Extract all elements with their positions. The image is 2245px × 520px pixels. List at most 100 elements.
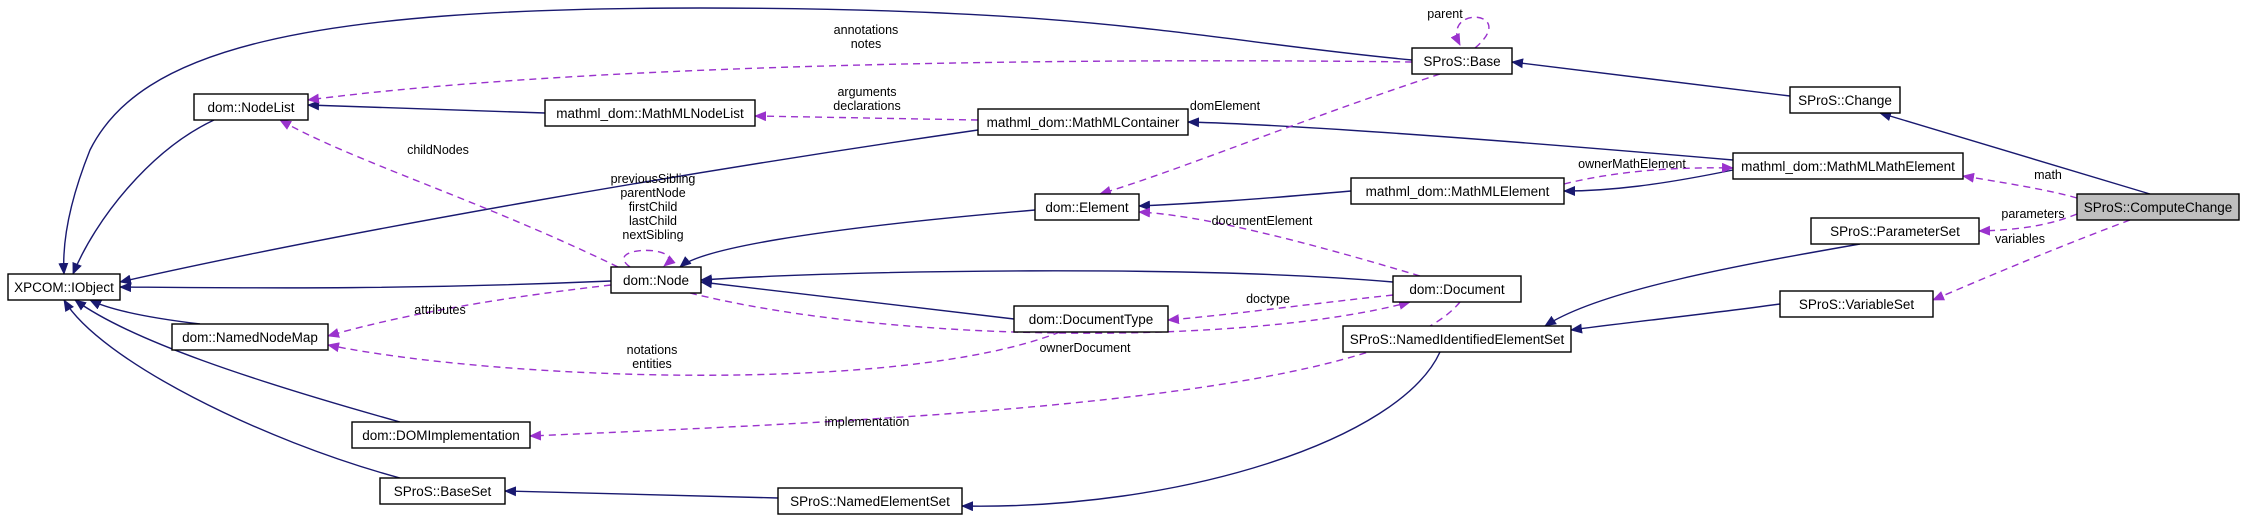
class-node-box: [1342, 325, 1572, 353]
class-node-box: [610, 266, 702, 294]
inheritance-edge-mathmlmath-to-mathmlelement: [1563, 169, 1734, 196]
edge-label-document-to-doctype: doctype: [1246, 292, 1290, 306]
class-node-box: [7, 273, 121, 301]
inheritance-edge-element-to-node: [679, 209, 1036, 268]
edge-label-base-to-base: parent: [1427, 7, 1463, 21]
edge-label-document-to-domimpl: implementation: [825, 415, 910, 429]
usage-edge-base-to-base: [1450, 16, 1490, 49]
class-node-box: [1732, 152, 1964, 180]
edge-label-computechange-to-paramset: parameters: [2001, 207, 2064, 221]
class-node-domimpl[interactable]: dom::DOMImplementation: [351, 421, 531, 449]
class-node-label: mathml_dom::MathMLContainer: [987, 115, 1180, 130]
inheritance-edge-baseset-to-xpcom: [63, 299, 401, 479]
class-node-element[interactable]: dom::Element: [1034, 193, 1140, 221]
class-node-label: dom::NodeList: [207, 100, 294, 115]
class-node-box: [1013, 305, 1169, 333]
inheritance-edge-computechange-to-change: [1879, 111, 2151, 195]
class-node-label: SProS::Change: [1798, 93, 1892, 108]
class-node-label: XPCOM::IObject: [14, 280, 114, 295]
class-node-mathmlelement[interactable]: mathml_dom::MathMLElement: [1350, 177, 1565, 205]
usage-edge-base-to-element: [1099, 73, 1441, 196]
class-node-box: [1411, 47, 1513, 75]
edge-label-node-to-nodelist: childNodes: [407, 143, 469, 157]
edge-label-node-to-namednodemap: attributes: [414, 303, 465, 317]
class-node-box: [193, 93, 309, 121]
edge-label-computechange-to-varset: variables: [1995, 232, 2045, 246]
class-node-label: SProS::NamedElementSet: [790, 494, 950, 509]
class-node-nes[interactable]: SProS::NamedElementSet: [777, 487, 963, 515]
class-node-label: dom::NamedNodeMap: [182, 330, 318, 345]
inheritance-edge-mathmlelement-to-element: [1138, 190, 1352, 211]
class-node-baseset[interactable]: SProS::BaseSet: [379, 477, 506, 505]
class-node-paramset[interactable]: SProS::ParameterSet: [1810, 217, 1980, 245]
inheritance-edge-namednodemap-to-xpcom: [89, 299, 201, 325]
class-node-box: [1034, 193, 1140, 221]
class-node-box: [1779, 290, 1934, 318]
class-node-doctype[interactable]: dom::DocumentType: [1013, 305, 1169, 333]
class-node-box: [1392, 275, 1522, 303]
usage-edge-node-to-namednodemap: [327, 284, 612, 338]
inheritance-edge-base-to-xpcom: [58, 7, 1413, 275]
class-node-label: SProS::ComputeChange: [2084, 200, 2233, 215]
inheritance-edge-nes-to-baseset: [504, 486, 779, 499]
class-node-mathmlcontainer[interactable]: mathml_dom::MathMLContainer: [977, 108, 1189, 136]
class-node-label: dom::DOMImplementation: [362, 428, 520, 443]
class-node-box: [351, 421, 531, 449]
inheritance-edge-change-to-base: [1511, 58, 1791, 97]
class-node-box: [1789, 86, 1901, 114]
class-node-box: [2076, 193, 2240, 221]
class-node-box: [379, 477, 506, 505]
class-node-label: mathml_dom::MathMLMathElement: [1741, 159, 1955, 174]
class-node-document[interactable]: dom::Document: [1392, 275, 1522, 303]
class-node-label: mathml_dom::MathMLElement: [1366, 184, 1550, 199]
class-node-label: SProS::BaseSet: [394, 484, 492, 499]
class-node-mathmlmath[interactable]: mathml_dom::MathMLMathElement: [1732, 152, 1964, 180]
edge-label-base-to-element: domElement: [1190, 99, 1261, 113]
class-node-computechange[interactable]: SProS::ComputeChange: [2076, 193, 2240, 221]
usage-edge-document-to-doctype: [1167, 294, 1394, 325]
usage-edge-doctype-to-namednodemap: [327, 331, 1061, 376]
class-node-label: mathml_dom::MathMLNodeList: [556, 106, 744, 121]
inheritance-edge-nies-to-nes: [961, 351, 1441, 512]
usage-edge-computechange-to-mathmlmath: [1962, 172, 2078, 199]
class-node-mathmlnodelist[interactable]: mathml_dom::MathMLNodeList: [544, 99, 756, 127]
inheritance-edge-node-to-xpcom: [119, 280, 612, 293]
inheritance-edge-mathmlnodelist-to-nodelist: [307, 100, 546, 114]
class-node-xpcom[interactable]: XPCOM::IObject: [7, 273, 121, 301]
usage-edge-node-to-document: [689, 292, 1411, 334]
class-node-label: dom::Node: [623, 273, 689, 288]
inheritance-edge-nodelist-to-xpcom: [72, 119, 215, 275]
class-node-nies[interactable]: SProS::NamedIdentifiedElementSet: [1342, 325, 1572, 353]
usage-edge-document-to-domimpl: [529, 301, 1461, 441]
class-node-box: [544, 99, 756, 127]
edge-label-document-to-element: documentElement: [1212, 214, 1313, 228]
edge-label-node-to-document: ownerDocument: [1039, 341, 1131, 355]
class-node-label: SProS::Base: [1423, 54, 1500, 69]
inheritance-edge-paramset-to-nies: [1544, 243, 1861, 327]
class-node-base[interactable]: SProS::Base: [1411, 47, 1513, 75]
class-node-box: [171, 323, 329, 351]
usage-edge-mathmlelement-to-mathmlmath: [1563, 162, 1734, 185]
usage-edge-computechange-to-varset: [1932, 219, 2131, 301]
inheritance-edge-domimpl-to-xpcom: [74, 299, 401, 423]
usage-edge-mathmlcontainer-to-mathmlnodelist: [754, 111, 979, 122]
inheritance-edge-varset-to-nies: [1570, 303, 1781, 334]
edge-label-computechange-to-mathmlmath: math: [2034, 168, 2062, 182]
class-node-box: [1810, 217, 1980, 245]
class-node-label: SProS::ParameterSet: [1830, 224, 1960, 239]
class-node-change[interactable]: SProS::Change: [1789, 86, 1901, 114]
class-node-namednodemap[interactable]: dom::NamedNodeMap: [171, 323, 329, 351]
class-node-nodelist[interactable]: dom::NodeList: [193, 93, 309, 121]
usage-edge-base-to-nodelist: [307, 60, 1413, 104]
class-node-label: dom::Element: [1045, 200, 1129, 215]
class-node-label: SProS::NamedIdentifiedElementSet: [1350, 332, 1565, 347]
class-node-varset[interactable]: SProS::VariableSet: [1779, 290, 1934, 318]
edge-label-mathmlelement-to-mathmlmath: ownerMathElement: [1578, 157, 1686, 171]
class-node-node[interactable]: dom::Node: [610, 266, 702, 294]
class-node-label: dom::Document: [1409, 282, 1505, 297]
